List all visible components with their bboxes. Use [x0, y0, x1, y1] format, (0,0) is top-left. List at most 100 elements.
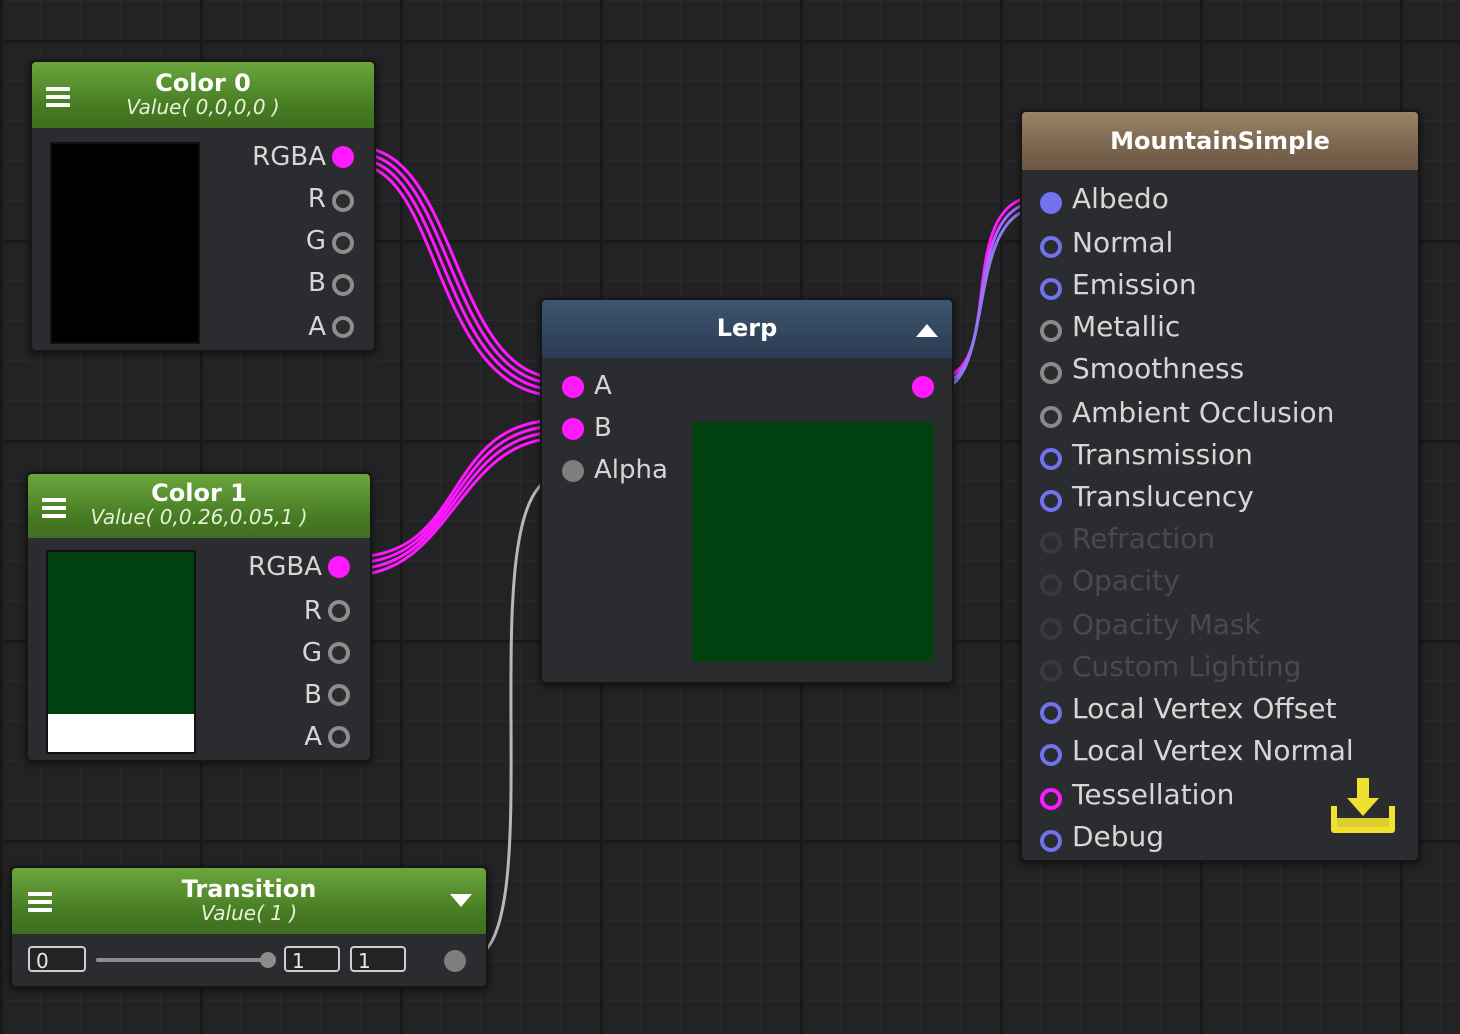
- port-label-rgba: RGBA: [252, 142, 326, 172]
- color0-preview[interactable]: [50, 142, 200, 344]
- port-a-output[interactable]: [328, 726, 350, 748]
- port-translucency-input[interactable]: [1040, 490, 1062, 512]
- wire-lerp-to-albedo[interactable]: [935, 194, 1041, 392]
- slider-min-input[interactable]: 0: [28, 946, 86, 973]
- port-label-r: R: [303, 596, 322, 626]
- chevron-down-icon[interactable]: [450, 894, 472, 908]
- color1-header[interactable]: Color 1 Value( 0,0.26,0.05,1 ): [28, 474, 370, 538]
- color1-value: Value( 0,0.26,0.05,1 ): [90, 505, 308, 529]
- lerp-title: Lerp: [716, 314, 778, 342]
- master-port-opacity[interactable]: Opacity: [1022, 564, 1402, 606]
- port-label-alpha: Alpha: [594, 455, 668, 485]
- master-port-transmission[interactable]: Transmission: [1022, 438, 1402, 480]
- port-label-refraction: Refraction: [1072, 522, 1215, 555]
- menu-icon[interactable]: [46, 87, 70, 91]
- master-port-metallic[interactable]: Metallic: [1022, 310, 1402, 352]
- port-transmission-input[interactable]: [1040, 448, 1062, 470]
- port-metallic-input[interactable]: [1040, 320, 1062, 342]
- slider-max-input[interactable]: 1: [350, 946, 406, 973]
- color0-header[interactable]: Color 0 Value( 0,0,0,0 ): [32, 62, 374, 128]
- master-port-opacity-mask[interactable]: Opacity Mask: [1022, 608, 1402, 650]
- port-label-custom-lighting: Custom Lighting: [1072, 650, 1302, 683]
- lerp-node[interactable]: Lerp A B Alpha: [540, 298, 954, 684]
- port-opacity-input[interactable]: [1040, 574, 1062, 596]
- port-normal-input[interactable]: [1040, 236, 1062, 258]
- master-port-albedo[interactable]: Albedo: [1022, 182, 1402, 224]
- slider-value-input[interactable]: 1: [284, 946, 340, 973]
- wire-transition-to-lerp-alpha[interactable]: [465, 474, 563, 962]
- port-label-b: B: [308, 268, 326, 298]
- master-port-refraction[interactable]: Refraction: [1022, 522, 1402, 564]
- port-label-local-vertex-offset: Local Vertex Offset: [1072, 692, 1337, 725]
- mountainsimple-header[interactable]: MountainSimple: [1022, 112, 1418, 170]
- menu-icon[interactable]: [28, 892, 52, 896]
- slider-handle[interactable]: [260, 952, 276, 968]
- master-port-custom-lighting[interactable]: Custom Lighting: [1022, 650, 1402, 692]
- master-port-smoothness[interactable]: Smoothness: [1022, 352, 1402, 394]
- master-port-debug[interactable]: Debug: [1022, 820, 1402, 862]
- master-port-tessellation[interactable]: Tessellation: [1022, 778, 1402, 820]
- port-label-r: R: [307, 184, 326, 214]
- port-ambient-occlusion-input[interactable]: [1040, 406, 1062, 428]
- color1-node[interactable]: Color 1 Value( 0,0.26,0.05,1 ) RGBA R G …: [26, 472, 372, 762]
- download-tray-icon[interactable]: [1328, 776, 1398, 840]
- port-opacity-mask-input[interactable]: [1040, 618, 1062, 640]
- port-a-input[interactable]: [562, 376, 584, 398]
- port-label-b: B: [304, 680, 322, 710]
- master-port-translucency[interactable]: Translucency: [1022, 480, 1402, 522]
- port-label-debug: Debug: [1072, 820, 1165, 853]
- port-refraction-input[interactable]: [1040, 532, 1062, 554]
- color0-node[interactable]: Color 0 Value( 0,0,0,0 ) RGBA R G B A: [30, 60, 376, 352]
- port-smoothness-input[interactable]: [1040, 362, 1062, 384]
- lerp-preview[interactable]: [692, 422, 934, 662]
- port-b-output[interactable]: [328, 684, 350, 706]
- port-emission-input[interactable]: [1040, 278, 1062, 300]
- color1-preview[interactable]: [46, 550, 196, 754]
- color0-title: Color 0: [155, 69, 251, 97]
- wire-color0-to-lerp-a[interactable]: [355, 145, 561, 398]
- color1-title: Color 1: [151, 479, 247, 507]
- port-local-vertex-normal-input[interactable]: [1040, 744, 1062, 766]
- transition-node[interactable]: Transition Value( 1 ) 0 1 1: [10, 866, 488, 988]
- port-debug-input[interactable]: [1040, 830, 1062, 852]
- port-label-opacity: Opacity: [1072, 564, 1180, 597]
- port-r-output[interactable]: [328, 600, 350, 622]
- transition-header[interactable]: Transition Value( 1 ): [12, 868, 486, 934]
- master-port-local-vertex-normal[interactable]: Local Vertex Normal: [1022, 734, 1402, 776]
- port-b-input[interactable]: [562, 418, 584, 440]
- port-custom-lighting-input[interactable]: [1040, 660, 1062, 682]
- port-output[interactable]: [912, 376, 934, 398]
- master-port-local-vertex-offset[interactable]: Local Vertex Offset: [1022, 692, 1402, 734]
- slider-track[interactable]: [96, 958, 268, 962]
- port-label-emission: Emission: [1072, 268, 1197, 301]
- master-port-normal[interactable]: Normal: [1022, 226, 1402, 268]
- port-g-output[interactable]: [332, 232, 354, 254]
- port-g-output[interactable]: [328, 642, 350, 664]
- port-rgba-output[interactable]: [332, 146, 354, 168]
- slider-fill: [96, 958, 268, 962]
- port-rgba-output[interactable]: [328, 556, 350, 578]
- port-alpha-input[interactable]: [562, 460, 584, 482]
- port-label-tessellation: Tessellation: [1072, 778, 1235, 811]
- port-albedo-input[interactable]: [1040, 192, 1062, 214]
- port-label-g: G: [305, 226, 326, 256]
- color1-alpha-preview: [48, 714, 194, 752]
- port-b-output[interactable]: [332, 274, 354, 296]
- port-local-vertex-offset-input[interactable]: [1040, 702, 1062, 724]
- master-port-emission[interactable]: Emission: [1022, 268, 1402, 310]
- port-a-output[interactable]: [332, 316, 354, 338]
- port-tessellation-input[interactable]: [1040, 788, 1062, 810]
- master-port-ambient-occlusion[interactable]: Ambient Occlusion: [1022, 396, 1402, 438]
- menu-icon[interactable]: [42, 498, 66, 502]
- chevron-up-icon[interactable]: [916, 324, 938, 338]
- port-label-ambient-occlusion: Ambient Occlusion: [1072, 396, 1335, 429]
- wire-color1-to-lerp-b[interactable]: [351, 418, 561, 577]
- port-value-output[interactable]: [444, 950, 466, 972]
- lerp-header[interactable]: Lerp: [542, 300, 952, 358]
- port-label-transmission: Transmission: [1072, 438, 1253, 471]
- port-label-metallic: Metallic: [1072, 310, 1181, 343]
- port-r-output[interactable]: [332, 190, 354, 212]
- port-label-local-vertex-normal: Local Vertex Normal: [1072, 734, 1354, 767]
